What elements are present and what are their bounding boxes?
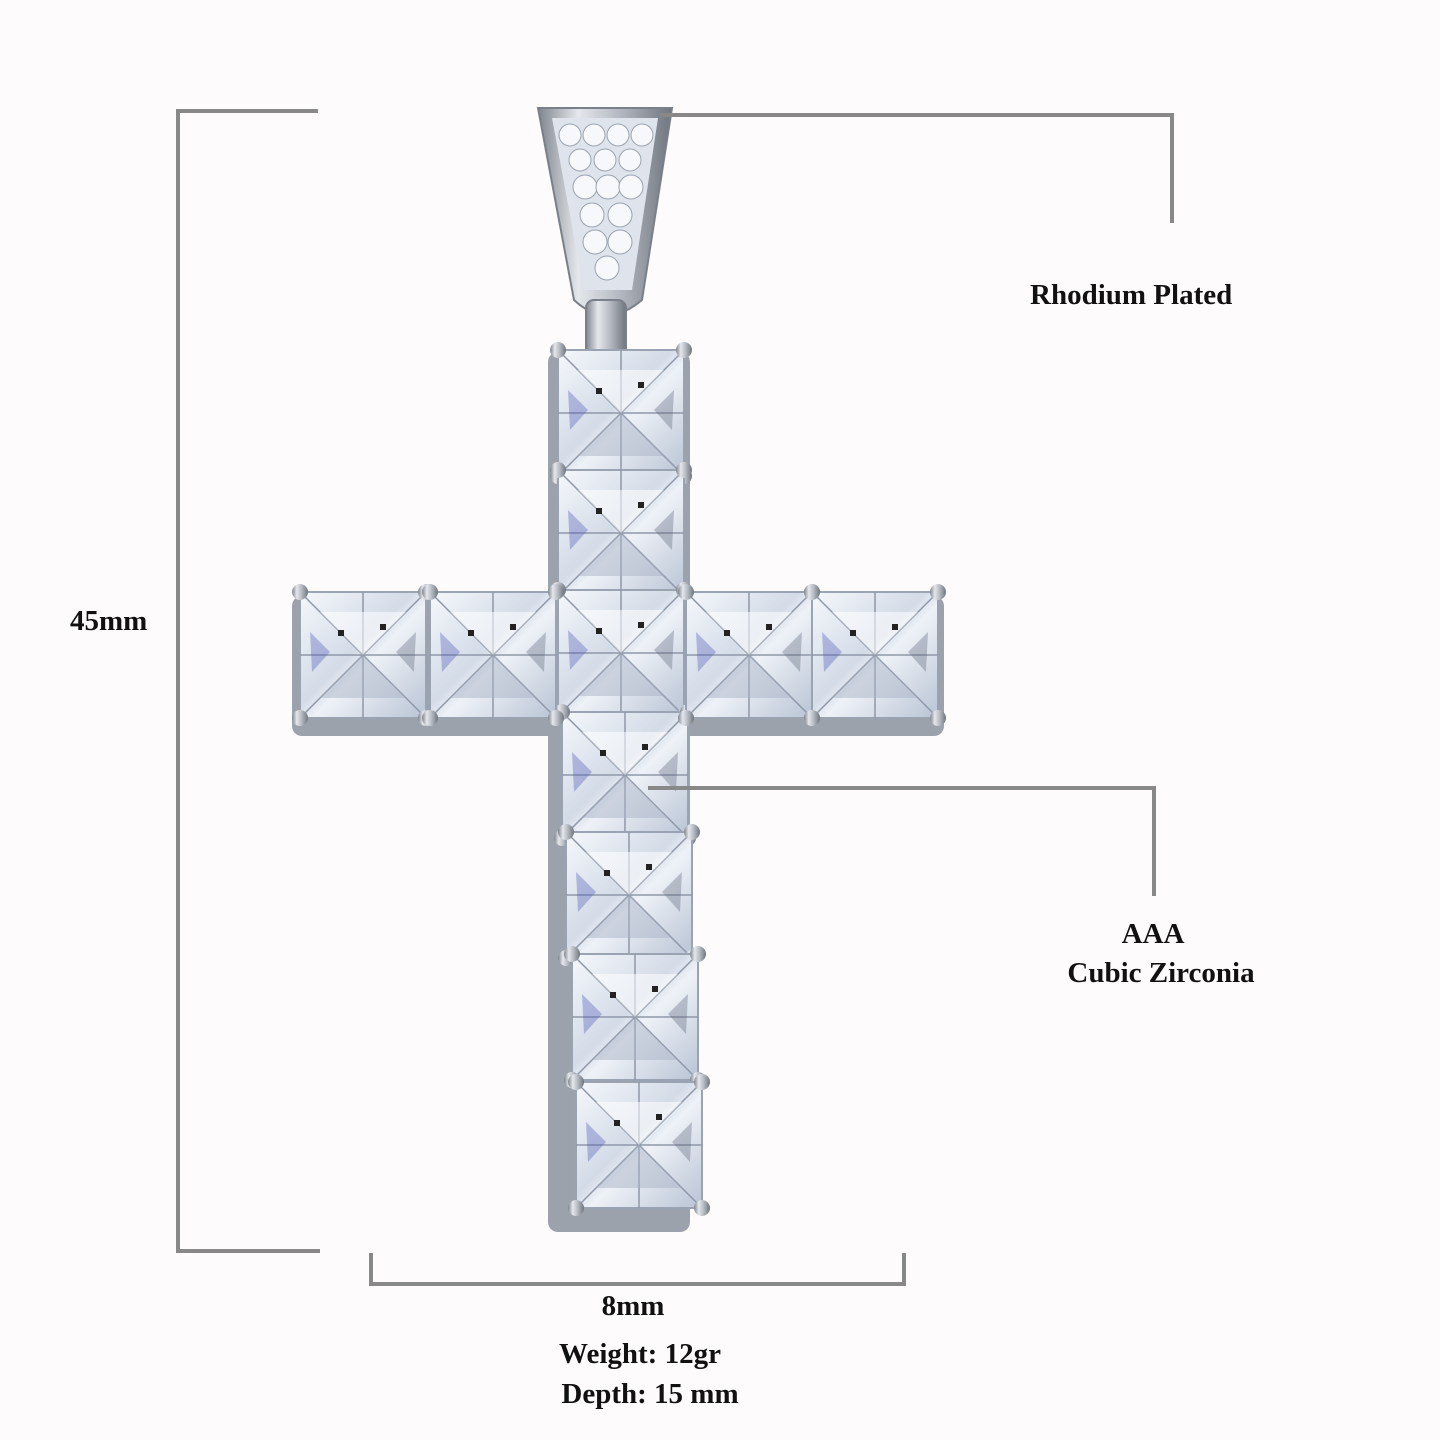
stone-callout-horizontal — [648, 786, 1156, 790]
stone-type-label: Cubic Zirconia — [1067, 957, 1255, 989]
depth-label: Depth: 15 mm — [561, 1378, 739, 1410]
height-dimension-top — [176, 109, 318, 113]
height-label: 45mm — [70, 605, 148, 637]
width-dimension-horizontal — [369, 1282, 906, 1286]
plating-callout-horizontal — [660, 113, 1174, 117]
height-dimension-vertical — [176, 109, 180, 1252]
plating-label: Rhodium Plated — [1030, 279, 1233, 311]
stone-callout-vertical — [1152, 786, 1156, 896]
width-label: 8mm — [601, 1290, 665, 1322]
height-dimension-bottom — [176, 1249, 320, 1253]
stone-grade-label: AAA — [1121, 918, 1185, 950]
width-dimension-right — [902, 1253, 906, 1286]
plating-callout-vertical — [1170, 113, 1174, 223]
width-dimension-left — [369, 1253, 373, 1286]
bail — [536, 107, 674, 357]
weight-label: Weight: 12gr — [559, 1338, 721, 1370]
